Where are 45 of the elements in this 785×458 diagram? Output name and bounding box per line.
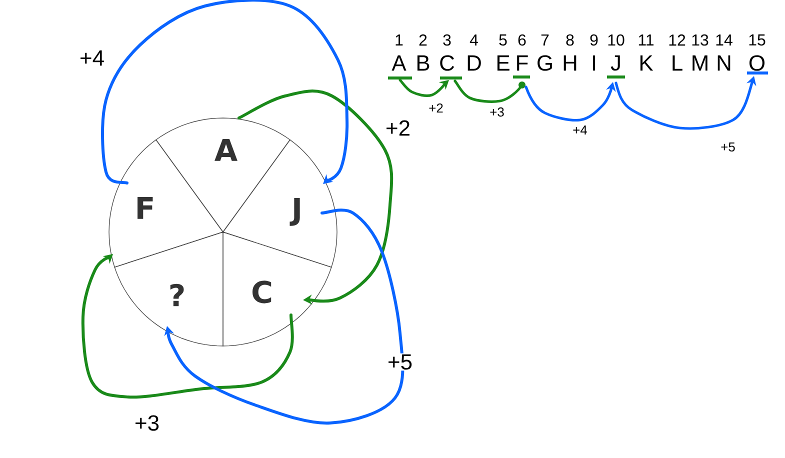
edge-label: +4 bbox=[572, 124, 588, 136]
position-number: 2 bbox=[419, 34, 427, 46]
arrow bbox=[398, 78, 449, 98]
pie-slice: ? bbox=[114, 232, 224, 346]
position-number: 12 bbox=[669, 34, 686, 46]
position-number: 14 bbox=[716, 34, 732, 46]
position-number: 3 bbox=[443, 34, 451, 46]
position-number: 7 bbox=[541, 34, 549, 46]
edge-label: +2 bbox=[384, 119, 412, 137]
letter: L bbox=[672, 55, 682, 71]
position-number: 1 bbox=[396, 34, 403, 46]
letter: D bbox=[468, 55, 481, 71]
position-number: 8 bbox=[566, 34, 574, 46]
letter: I bbox=[592, 55, 596, 71]
arrow bbox=[454, 80, 526, 103]
arrow bbox=[238, 90, 394, 305]
edge-label: +4 bbox=[78, 49, 106, 67]
position-number: 4 bbox=[470, 34, 478, 46]
edge-label: +5 bbox=[720, 141, 736, 153]
edge-label: +5 bbox=[386, 353, 414, 371]
letter: N bbox=[718, 55, 730, 71]
letter: O bbox=[749, 55, 764, 71]
letter: M bbox=[692, 55, 708, 71]
arrow bbox=[164, 208, 404, 425]
letter: J bbox=[610, 55, 620, 71]
letter: K bbox=[640, 55, 654, 71]
edge-label: +3 bbox=[133, 414, 161, 432]
arrow bbox=[81, 254, 294, 399]
letter: A bbox=[392, 55, 406, 71]
position-number: 5 bbox=[499, 34, 507, 46]
position-number: 6 bbox=[518, 34, 526, 46]
letter: B bbox=[417, 55, 430, 71]
letter: E bbox=[497, 55, 510, 71]
edge-label: +2 bbox=[428, 102, 444, 114]
position-number: 10 bbox=[608, 34, 624, 46]
position-number: 15 bbox=[749, 34, 766, 46]
letter: H bbox=[564, 55, 576, 71]
position-number: 13 bbox=[692, 34, 708, 46]
letter: F bbox=[517, 55, 528, 71]
pie-slice: C bbox=[222, 232, 332, 346]
position-number: 11 bbox=[638, 34, 654, 46]
edge-label: +3 bbox=[488, 106, 506, 118]
letter: G bbox=[538, 55, 552, 71]
position-number: 9 bbox=[590, 34, 598, 46]
letter: C bbox=[440, 55, 454, 71]
